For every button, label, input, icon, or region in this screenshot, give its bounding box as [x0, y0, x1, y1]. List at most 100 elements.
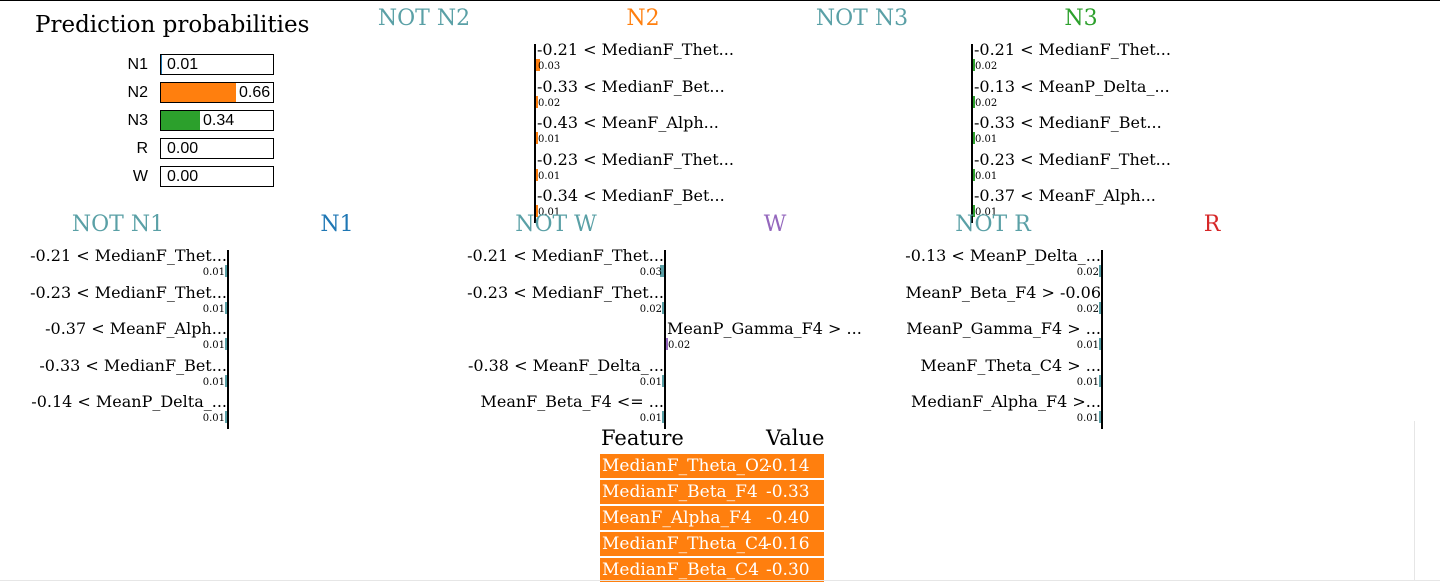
feature-condition-label: -0.13 < MeanP_Delta_... [974, 76, 1170, 96]
feature-condition-label: MedianF_Alpha_F4 >... [911, 392, 1101, 411]
feature-weight-value: 0.01 [202, 340, 225, 351]
feature-weight-bar [1099, 301, 1101, 314]
feature-condition-label: -0.14 < MeanP_Delta_... [31, 392, 227, 411]
chart-right-title: N2 [626, 6, 660, 31]
chart-right-title: N3 [1064, 6, 1098, 31]
feature-weight-value: 0.01 [1076, 376, 1099, 388]
chart-axis [971, 44, 973, 223]
feature-weight-bar [1099, 265, 1101, 277]
table-cell-value: -0.14 [766, 456, 810, 476]
feature-weight-bar [1099, 338, 1101, 350]
feature-weight-value: 0.02 [975, 97, 998, 109]
prob-bar-fill [161, 83, 236, 102]
feature-weight-bar [666, 338, 668, 350]
feature-weight-bar [225, 338, 227, 350]
feature-weight-value: 0.01 [975, 170, 998, 182]
chart-right-title: R [1203, 212, 1221, 237]
feature-weight-bar [973, 59, 975, 71]
table-cell-feature: MedianF_Beta_F4 [602, 482, 758, 502]
prob-bar-fill [161, 111, 200, 130]
feature-weight-value: 0.02 [668, 340, 691, 351]
prob-class-label: N2 [127, 84, 148, 101]
chart-axis [227, 250, 229, 429]
table-row: MedianF_Theta_O2-0.14 [600, 454, 824, 478]
prob-value: 0.34 [203, 112, 235, 129]
chart-left-title: NOT N1 [71, 212, 165, 237]
prob-bar-box: 0.01 [160, 54, 274, 75]
prob-class-label: N1 [127, 56, 148, 73]
prob-value: 0.66 [239, 84, 271, 101]
feature-weight-bar [225, 301, 227, 314]
prob-bar-box: 0.66 [160, 82, 274, 103]
feature-weight-value: 0.03 [538, 61, 561, 72]
feature-weight-bar [1099, 374, 1101, 387]
feature-condition-label: -0.33 < MedianF_Bet... [39, 355, 227, 375]
feature-weight-value: 0.01 [975, 207, 998, 218]
feature-weight-value: 0.01 [202, 303, 225, 315]
feature-weight-bar [536, 205, 538, 217]
feature-condition-label: -0.21 < MedianF_Thet... [537, 40, 734, 59]
feature-condition-label: -0.33 < MedianF_Bet... [537, 76, 725, 96]
feature-weight-value: 0.01 [538, 170, 561, 182]
feature-weight-value: 0.01 [1076, 413, 1099, 424]
table-row: MedianF_Beta_F4 -0.33 [600, 480, 824, 504]
prob-class-label: N3 [127, 112, 148, 129]
feature-weight-bar [536, 95, 538, 108]
feature-condition-label: -0.43 < MeanF_Alph... [537, 113, 719, 132]
chart-left-title: NOT N3 [815, 6, 909, 31]
prob-class-label: R [136, 140, 148, 157]
feature-condition-label: -0.21 < MedianF_Thet... [30, 246, 227, 265]
feature-condition-label: -0.37 < MeanF_Alph... [45, 319, 227, 338]
chart-left-title: NOT N2 [377, 6, 471, 31]
feature-weight-bar [662, 411, 664, 423]
feature-weight-value: 0.01 [202, 413, 225, 424]
table-row: MedianF_Beta_C4-0.30 [600, 558, 824, 582]
feature-condition-label: -0.23 < MedianF_Thet... [537, 149, 734, 169]
prob-value: 0.00 [167, 168, 199, 185]
feature-weight-value: 0.01 [975, 134, 998, 145]
chart-axis [664, 250, 666, 429]
table-cell-value: -0.33 [766, 482, 810, 502]
feature-weight-value: 0.01 [202, 376, 225, 388]
feature-condition-label: MeanP_Gamma_F4 > ... [906, 319, 1101, 338]
feature-weight-bar [973, 95, 975, 108]
feature-weight-bar [973, 205, 975, 217]
feature-condition-label: MeanP_Gamma_F4 > ... [667, 319, 862, 338]
prob-bar-box: 0.34 [160, 110, 274, 131]
feature-weight-value: 0.02 [975, 61, 998, 72]
feature-condition-label: -0.21 < MedianF_Thet... [467, 246, 664, 265]
feature-weight-value: 0.02 [1076, 267, 1099, 278]
feature-weight-value: 0.01 [639, 376, 662, 388]
feature-weight-bar [225, 411, 227, 423]
feature-weight-bar [536, 168, 538, 181]
feature-weight-bar [225, 374, 227, 387]
feature-weight-value: 0.01 [1076, 340, 1099, 351]
chart-right-title: N1 [320, 212, 354, 237]
feature-condition-label: -0.34 < MedianF_Bet... [537, 186, 725, 205]
feature-weight-bar [536, 132, 538, 144]
prediction-title: Prediction probabilities [35, 12, 310, 38]
table-row: MedianF_Theta_C4-0.16 [600, 532, 824, 556]
feature-weight-bar [973, 168, 975, 181]
scroll-panel [1414, 421, 1440, 581]
table-cell-value: -0.40 [766, 508, 810, 528]
prob-class-label: W [132, 168, 148, 185]
table-row: MeanF_Alpha_F4 -0.40 [600, 506, 824, 530]
prob-value: 0.00 [167, 140, 199, 157]
table-header-value: Value [766, 426, 825, 450]
feature-weight-value: 0.02 [538, 97, 561, 109]
feature-weight-bar [225, 265, 227, 277]
feature-weight-bar [536, 59, 540, 71]
feature-condition-label: MeanF_Theta_C4 > ... [920, 355, 1101, 375]
feature-condition-label: -0.37 < MeanF_Alph... [974, 186, 1156, 205]
feature-condition-label: -0.23 < MedianF_Thet... [467, 282, 664, 302]
chart-left-title: NOT R [955, 212, 1031, 237]
prob-bar-fill [161, 55, 162, 74]
table-cell-feature: MeanF_Alpha_F4 [602, 508, 752, 528]
feature-weight-bar [660, 265, 664, 277]
feature-condition-label: -0.33 < MedianF_Bet... [974, 113, 1162, 132]
table-cell-feature: MedianF_Theta_O2 [602, 456, 770, 476]
feature-weight-bar [973, 132, 975, 144]
prob-bar-box: 0.00 [160, 138, 274, 159]
feature-weight-value: 0.02 [1076, 303, 1099, 315]
